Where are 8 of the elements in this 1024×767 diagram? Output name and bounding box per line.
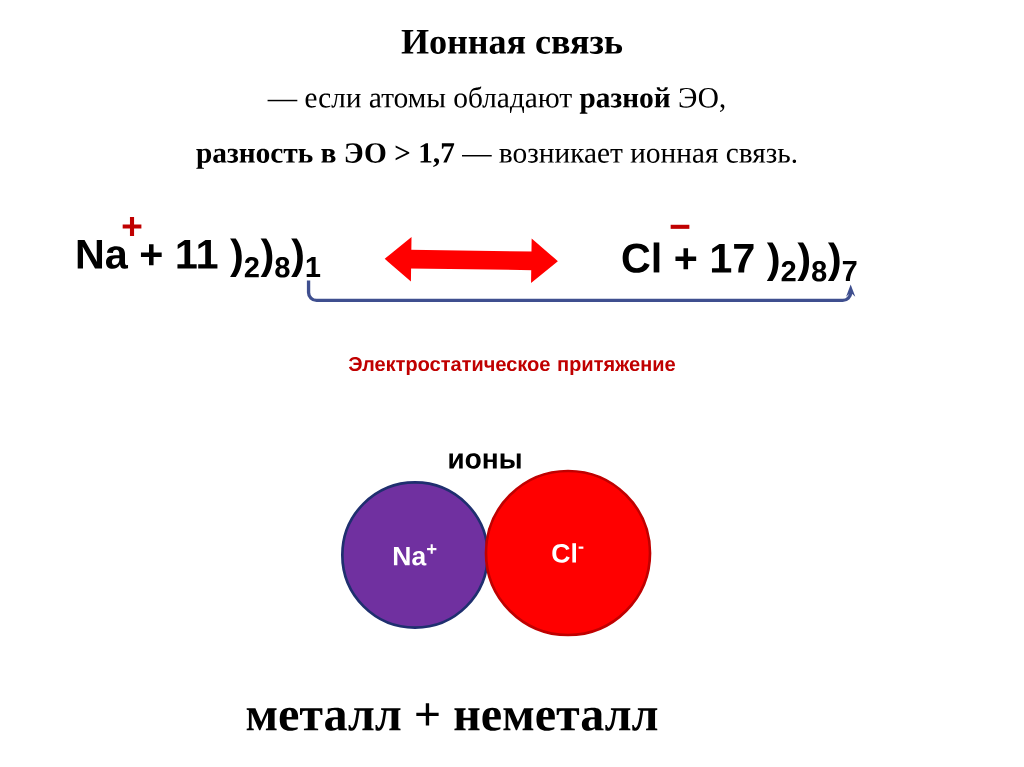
- subtitle-line: — если атомы обладают разной ЭО,: [267, 86, 725, 114]
- title: Ионная связь: [401, 30, 623, 54]
- formula: Na + 11 )$_{2}$)$_{8}$)$_{1}$ +: [77, 217, 321, 278]
- formula: Cl + 17 )$_{2}$)$_{8}$)$_{7}$ −: [622, 224, 857, 282]
- edge-label: Электростатическое притяжение: [348, 356, 675, 376]
- subtitle-line: разность в ЭО > 1,7 — возникает ионная связь.: [196, 143, 797, 169]
- ions-label: ионы: [449, 453, 521, 469]
- bottom-caption: металл + неметалл: [246, 703, 658, 731]
